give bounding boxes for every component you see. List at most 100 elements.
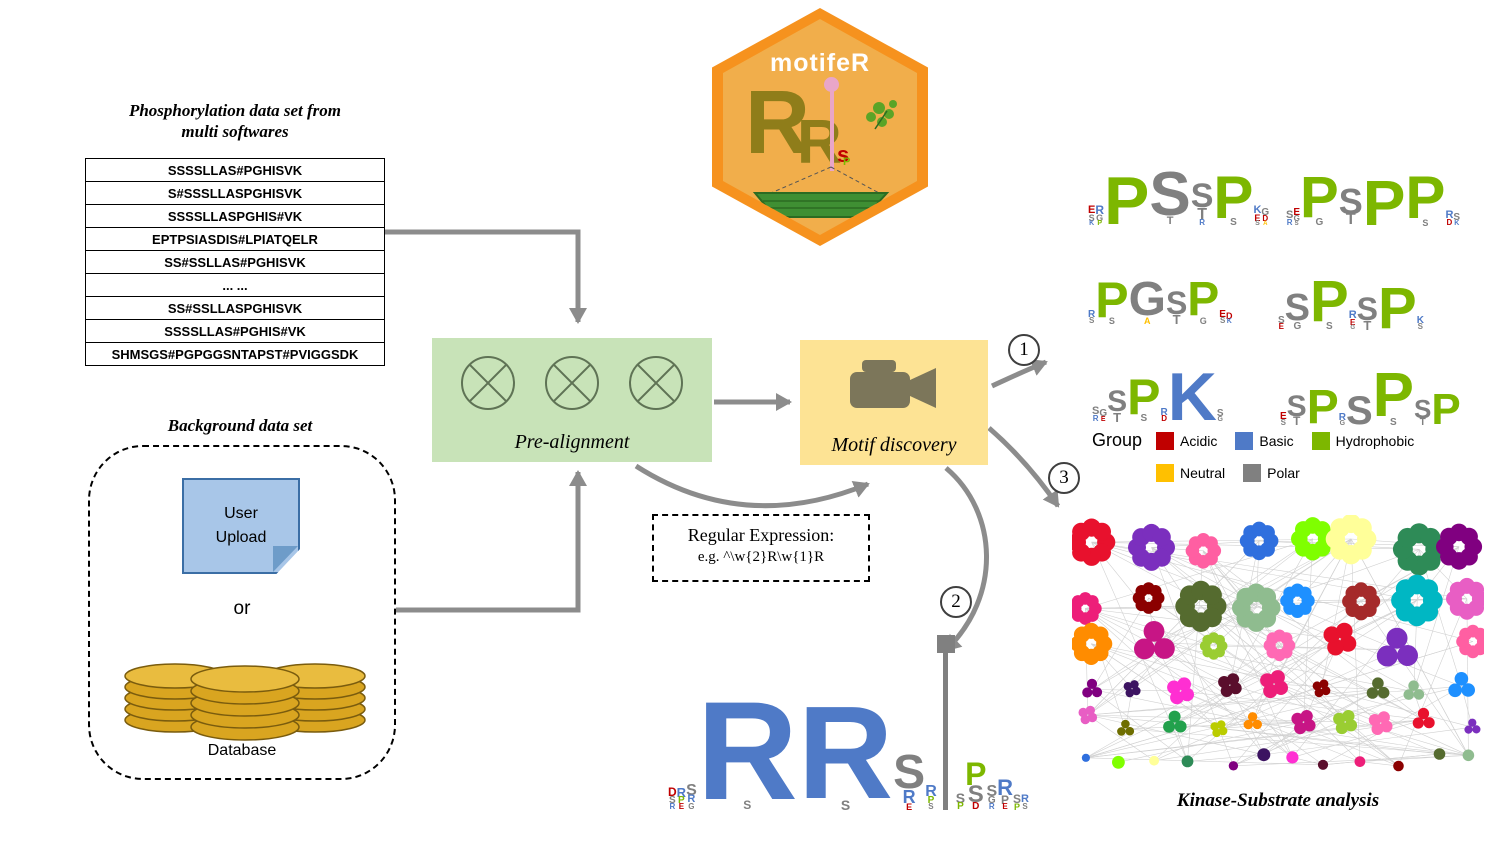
sequence-row: EPTPSIASDIS#LPIATQELR — [85, 227, 385, 251]
legend-swatch — [1311, 431, 1330, 450]
logo-letter: P — [1372, 361, 1414, 431]
logo-letter: E — [1350, 317, 1355, 327]
logo-letter: S — [1088, 316, 1094, 326]
logo-letter: R — [687, 793, 695, 806]
logo-letter: P — [1095, 271, 1128, 328]
motif-discovery-label: Motif discovery — [831, 434, 957, 456]
hex-letter-R2: R — [797, 108, 842, 177]
logo-letter: S — [1219, 316, 1225, 326]
logo-letter: P — [678, 795, 685, 807]
sequence-row: S#SSSLLASPGHISVK — [85, 181, 385, 205]
regex-example: e.g. ^\w{2}R\w{1}R — [697, 549, 825, 565]
logo-letter: G — [1096, 212, 1103, 223]
input-dataset-title-line1: Phosphorylation data set from — [128, 101, 342, 120]
logo-letter: P — [1300, 165, 1339, 231]
pink-pin-head-icon — [824, 77, 839, 92]
logo-letter: R — [696, 671, 798, 829]
logo-letter: T — [1345, 211, 1356, 229]
logo-stack: P — [1378, 280, 1417, 338]
sequence-row: SSSSLLAS#PGHIS#VK — [85, 319, 385, 343]
logo-letter: S — [1280, 418, 1286, 428]
sequence-row: SSSSLLASPGHIS#VK — [85, 204, 385, 228]
user-upload-label-line1: User — [224, 505, 258, 522]
background-dataset-title: Background data set — [167, 416, 313, 435]
step-1-badge: 1 — [1008, 334, 1040, 366]
logo-letter: R — [902, 786, 916, 807]
logo-letter: S — [1422, 217, 1428, 228]
logo-letter: S — [955, 789, 965, 806]
legend-title: Group — [1092, 430, 1143, 450]
arrow-motif-to-network — [987, 426, 1061, 508]
logo-letter: D — [1225, 310, 1232, 321]
logo-letter: R — [1286, 218, 1293, 228]
logo-letter: P — [1097, 219, 1102, 227]
arrow-motif-to-logos — [990, 359, 1048, 389]
logo-letter: S — [1092, 405, 1099, 418]
logo-letter: P — [1127, 368, 1160, 425]
hex-letter-s: s — [837, 142, 849, 167]
logo-stack: P — [1104, 167, 1149, 235]
logo-letter: K — [1454, 219, 1459, 227]
legend-label: Polar — [1267, 465, 1300, 481]
logo-letter: S — [1286, 209, 1293, 222]
logo-letter: D — [668, 785, 677, 800]
logo-letter: K — [1089, 219, 1094, 227]
logo-letter: E — [1100, 415, 1106, 423]
logo-letter: E — [1278, 322, 1284, 332]
hex-inner: motifeR R R s P — [723, 19, 917, 235]
network-label: Kinase-Substrate analysis — [1176, 790, 1380, 811]
logo-letter: E — [678, 802, 684, 812]
logo-letter: S — [1108, 315, 1115, 326]
logo-letter: S — [1326, 320, 1333, 332]
or-label: or — [233, 598, 251, 619]
user-upload-note-icon: User Upload — [182, 478, 300, 574]
logo-letter: R — [988, 802, 995, 812]
logo-letter: R — [1445, 209, 1453, 222]
arrow-table-to-prealign — [385, 229, 587, 324]
legend-swatch — [1156, 464, 1174, 482]
circle-x-icon — [629, 356, 683, 410]
logo-letter: R — [1160, 407, 1168, 419]
background-dataset-box — [88, 445, 396, 780]
logo-letter: P — [1213, 163, 1253, 231]
legend-swatch — [1156, 431, 1175, 450]
legend-item-neutral: Neutral — [1156, 464, 1225, 482]
logo-letter: K — [1416, 315, 1424, 327]
sequence-row: ... ... — [85, 273, 385, 297]
logo-letter: S — [743, 798, 751, 813]
database-label: Database — [207, 742, 277, 759]
logo-letter: S — [928, 802, 933, 812]
logo-letter: G — [1339, 419, 1346, 427]
boat-icon — [752, 166, 890, 218]
phospho-pin-icon — [936, 635, 955, 810]
logo-letter: R — [676, 784, 686, 800]
logo-letter: S — [967, 780, 984, 808]
logo-letter: S — [986, 782, 997, 800]
step-3-badge: 3 — [1048, 462, 1080, 494]
logo-letter: R — [1021, 793, 1029, 806]
